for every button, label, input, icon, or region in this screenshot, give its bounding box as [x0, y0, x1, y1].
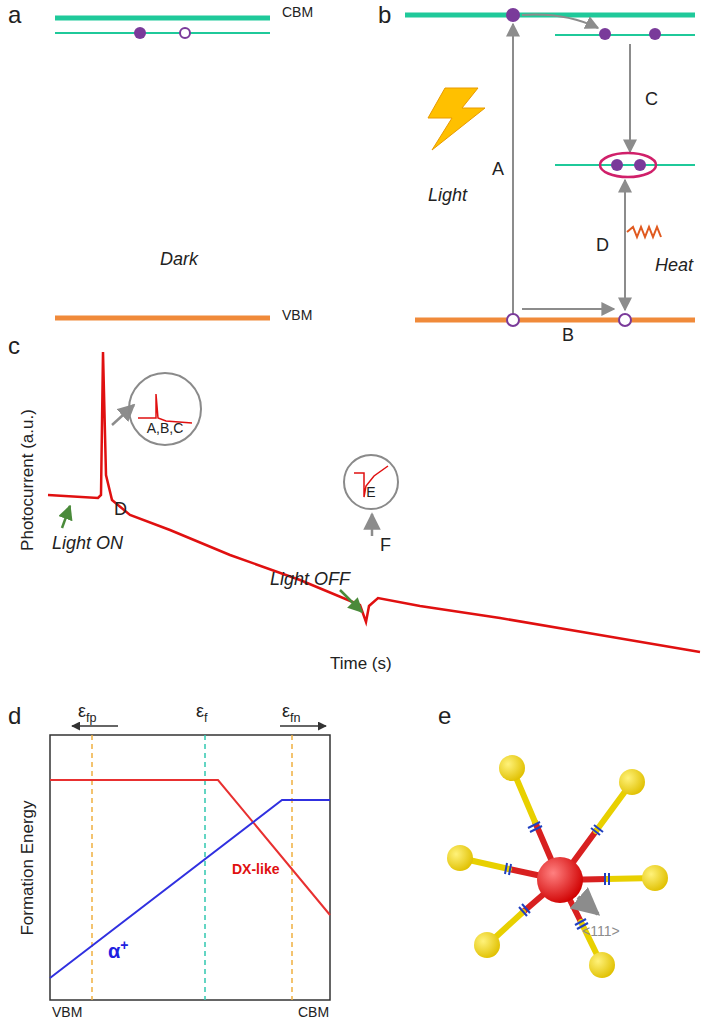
panel-letter: a	[8, 2, 21, 28]
blue-curve-label: α+	[108, 938, 128, 962]
panel-b	[405, 8, 695, 326]
panel-a	[55, 18, 270, 318]
level-label: εfn	[282, 702, 301, 725]
italic: Light	[428, 186, 467, 206]
panel-e	[447, 755, 668, 978]
panel-c	[48, 352, 700, 652]
axis-title: Formation Energy	[19, 800, 38, 935]
panel-letter: b	[378, 2, 391, 28]
axis-title: Time (s)	[330, 655, 392, 674]
band-label: VBM	[282, 308, 312, 323]
italic: Light ON	[52, 534, 123, 554]
process-letter: A	[492, 160, 504, 180]
direction-label: <111>	[582, 924, 620, 939]
band-label: CBM	[298, 1005, 329, 1020]
process-letter: D	[596, 236, 609, 256]
process-letter: C	[645, 90, 658, 110]
zoom-circle: E	[343, 454, 399, 510]
zoom-circle: A,B,C	[128, 372, 202, 446]
panel-letter: e	[438, 703, 451, 729]
italic: Light OFF	[270, 570, 350, 590]
red-curve-label: DX-like	[232, 862, 279, 877]
process-letter: F	[380, 536, 391, 556]
panel-d	[50, 726, 330, 1000]
level-label: εfp	[78, 702, 97, 725]
band-label: CBM	[282, 5, 313, 20]
italic: Dark	[160, 250, 198, 270]
band-label: VBM	[52, 1005, 82, 1020]
step-label: A,B,C	[147, 420, 184, 436]
process-letter: B	[562, 326, 574, 346]
panel-letter: c	[8, 333, 20, 359]
process-letter: D	[114, 500, 127, 520]
level-label: εf	[196, 702, 208, 725]
axis-title: Photocurrent (a.u.)	[19, 409, 38, 551]
step-label: E	[366, 484, 375, 500]
italic: Heat	[655, 256, 693, 276]
panel-letter: d	[8, 703, 21, 729]
